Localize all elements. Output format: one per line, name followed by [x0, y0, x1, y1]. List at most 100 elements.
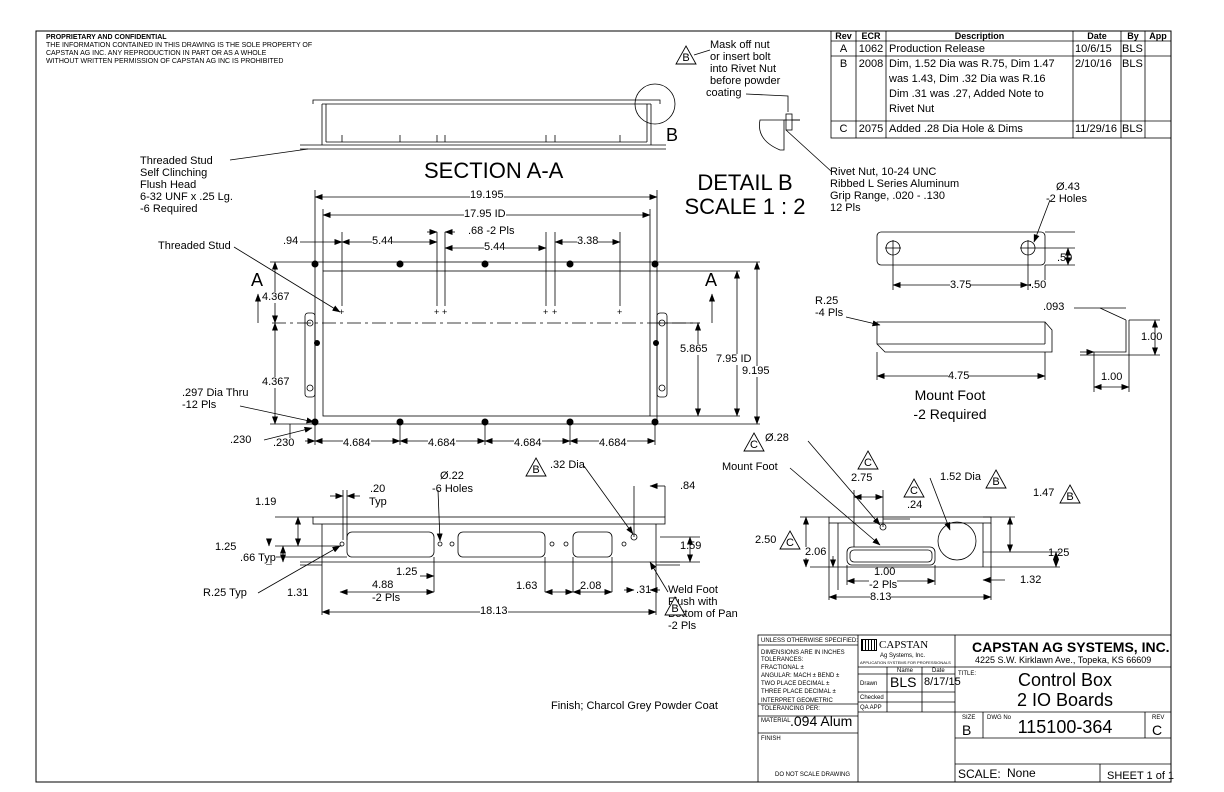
stud-note: -6 Required: [140, 203, 198, 215]
dim-275: 2.75: [851, 472, 873, 484]
drawn-by: BLS: [890, 674, 917, 690]
weld-note: -2 Pls: [668, 620, 697, 632]
dia-32-label: .32 Dia: [550, 459, 585, 471]
r25-label: R.25: [815, 295, 839, 307]
mask-note: before powder: [710, 75, 781, 87]
rev-b-tag: B: [671, 603, 679, 615]
drawn-date: 8/17/15: [924, 676, 961, 688]
rivet-note: Rivet Nut, 10-24 UNC: [830, 166, 937, 178]
hole-note: -12 Pls: [182, 399, 217, 411]
dim-100: 1.00: [1101, 371, 1123, 383]
dim-125: 1.25: [396, 566, 418, 578]
date-header: Date: [932, 668, 945, 674]
date-cell: 11/29/16: [1075, 123, 1118, 135]
dim-084: .84: [680, 480, 696, 492]
rev-b-triangle: B: [985, 469, 1007, 489]
dim-031: .31: [636, 584, 652, 596]
drawing-title-2: 2 IO Boards: [1016, 690, 1114, 710]
scale-value: None: [1007, 766, 1036, 780]
dim-208: 2.08: [580, 580, 602, 592]
mount-foot-side-geometry: [1074, 307, 1160, 392]
revision-table-grid: [830, 30, 1172, 139]
r25-typ-label: R.25 Typ: [203, 587, 247, 599]
dim-125: 1.25: [1048, 547, 1070, 559]
desc-cell: Rivet Nut: [889, 103, 935, 115]
dim-2-pls: -2 Pls: [372, 592, 401, 604]
by-cell: BLS: [1122, 123, 1143, 135]
svg-text:+: +: [552, 307, 557, 317]
finish-label: FINISH: [761, 736, 781, 742]
svg-text:+: +: [543, 307, 548, 317]
dim-147: 1.47: [1033, 487, 1055, 499]
rivet-note: Ribbed L Series Aluminum: [830, 178, 960, 190]
svg-text:+: +: [339, 307, 344, 317]
dim-375: 3.75: [950, 279, 972, 291]
dim-544: 5.44: [484, 241, 506, 253]
rev-value: C: [1152, 722, 1163, 738]
rev-b-triangle: B: [664, 596, 686, 616]
rev-header: Rev: [835, 31, 852, 41]
section-view-geometry: [229, 83, 676, 161]
ecr-cell: 2075: [858, 123, 884, 135]
detail-title: DETAIL B: [697, 170, 793, 195]
material-label: MATERIAL: [761, 718, 791, 724]
dim-131: 1.31: [287, 587, 309, 599]
r25-label: -4 Pls: [815, 307, 844, 319]
unless-note: UNLESS OTHERWISE SPECIFIED:: [761, 638, 858, 644]
rev-cell: C: [839, 123, 848, 135]
dwg-label: DWG No: [987, 715, 1011, 721]
desc-cell: Added .28 Dia Hole & Dims: [889, 123, 1023, 135]
detail-scale: SCALE 1 : 2: [684, 194, 806, 219]
dim-024: .24: [907, 499, 923, 511]
dim-163: 1.63: [516, 580, 538, 592]
rev-b-triangle: B: [525, 457, 547, 477]
rivet-note: Grip Range, .020 - .130: [830, 190, 945, 202]
by-cell: BLS: [1122, 58, 1143, 70]
do-not-scale: DO NOT SCALE DRAWING: [775, 772, 851, 778]
dim-1795-id: 17.95 ID: [464, 208, 506, 220]
dim-795-id: 7.95 ID: [716, 353, 752, 365]
tolerance-line: THREE PLACE DECIMAL ±: [761, 689, 836, 695]
end-view-geometry: [789, 440, 1060, 600]
rev-c-tag: C: [910, 485, 918, 497]
dim-050: .50: [1031, 279, 1047, 291]
dim-230: .230: [273, 437, 295, 449]
rev-b-tag: B: [532, 464, 540, 476]
dim-159: 1.59: [680, 540, 702, 552]
threaded-stud-label: Threaded Stud: [158, 240, 231, 252]
dim-066-typ: .66 Typ: [240, 552, 276, 564]
dim-338: 3.38: [577, 235, 599, 247]
mask-note: or insert bolt: [710, 51, 771, 63]
rev-c-triangle: C: [743, 432, 765, 452]
mount-foot-title: Mount Foot: [914, 387, 986, 403]
dim-475: 4.75: [948, 370, 970, 382]
proprietary-line: CAPSTAN AG INC. ANY REPRODUCTION IN PART…: [46, 50, 267, 57]
drawing-title-1: Control Box: [1017, 670, 1113, 690]
mount-foot-qty: -2 Required: [913, 406, 987, 422]
tolerance-line: ANGULAR: MACH ± BEND ±: [761, 673, 840, 679]
ecr-cell: 2008: [858, 58, 884, 70]
svg-text:+: +: [617, 307, 622, 317]
finish-note: Finish; Charcol Grey Powder Coat: [551, 700, 718, 712]
sheet-number: SHEET 1 of 1: [1107, 770, 1175, 782]
svg-text:+: +: [442, 307, 447, 317]
rev-b-triangle: B: [1059, 484, 1081, 504]
date-cell: 10/6/15: [1075, 43, 1112, 55]
rev-cell: A: [839, 43, 848, 55]
dim-1813: 18.13: [480, 605, 508, 617]
ecr-cell: 1062: [858, 43, 884, 55]
dim-068: .68 -2 Pls: [468, 225, 515, 237]
rev-c-triangle: C: [779, 530, 801, 550]
capstan-logo-icon: [861, 639, 877, 651]
date-header: Date: [1087, 31, 1107, 41]
app-header: App: [1149, 31, 1167, 41]
holes-43-label: Ø.43: [1056, 181, 1080, 193]
holes-22-label: Ø.22: [440, 470, 464, 482]
ecr-header: ECR: [861, 31, 881, 41]
dim-4684: 4.684: [599, 437, 627, 449]
proprietary-line: THE INFORMATION CONTAINED IN THIS DRAWIN…: [46, 42, 313, 49]
dim-9195: 9.195: [742, 365, 770, 377]
rev-b-tag: B: [992, 476, 1000, 488]
